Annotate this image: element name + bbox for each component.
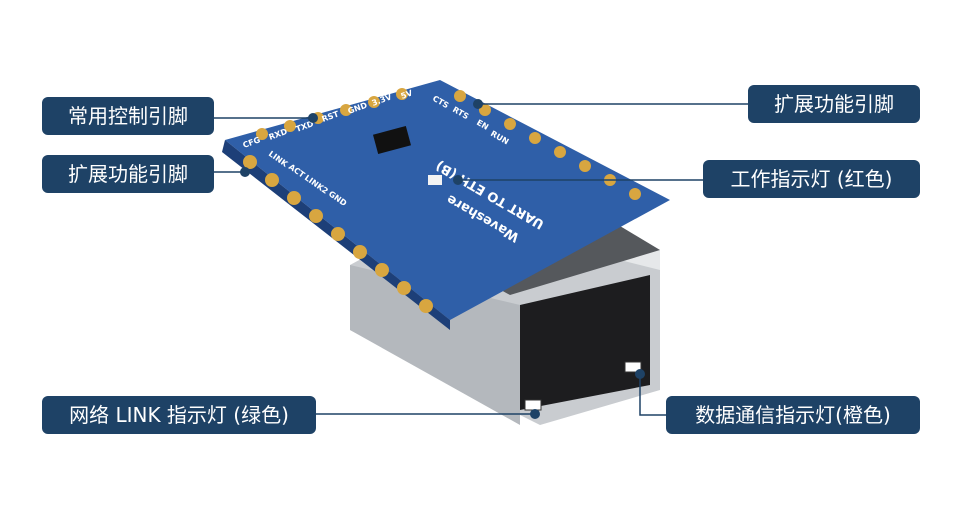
dot-link-led bbox=[530, 409, 540, 419]
dot-ext-pins-right bbox=[473, 99, 483, 109]
dot-ext-pins-left bbox=[240, 167, 250, 177]
dot-work-led bbox=[453, 175, 463, 185]
leader-line-data-led bbox=[639, 374, 666, 416]
label-data-led: 数据通信指示灯(橙色) bbox=[666, 396, 920, 434]
label-control-pins: 常用控制引脚 bbox=[42, 97, 214, 135]
label-work-led: 工作指示灯 (红色) bbox=[703, 160, 920, 198]
label-ext-pins-left: 扩展功能引脚 bbox=[42, 155, 214, 193]
pcb-board: CFG RXD TXD RST GND 3.3V 5V CTS RTS EN R… bbox=[222, 80, 670, 330]
label-link-led: 网络 LINK 指示灯 (绿色) bbox=[42, 396, 316, 434]
silk-5v: 5V bbox=[400, 88, 415, 101]
label-ext-pins-right: 扩展功能引脚 bbox=[748, 85, 920, 123]
dot-data-led bbox=[635, 369, 645, 379]
dot-control-pins bbox=[308, 113, 318, 123]
